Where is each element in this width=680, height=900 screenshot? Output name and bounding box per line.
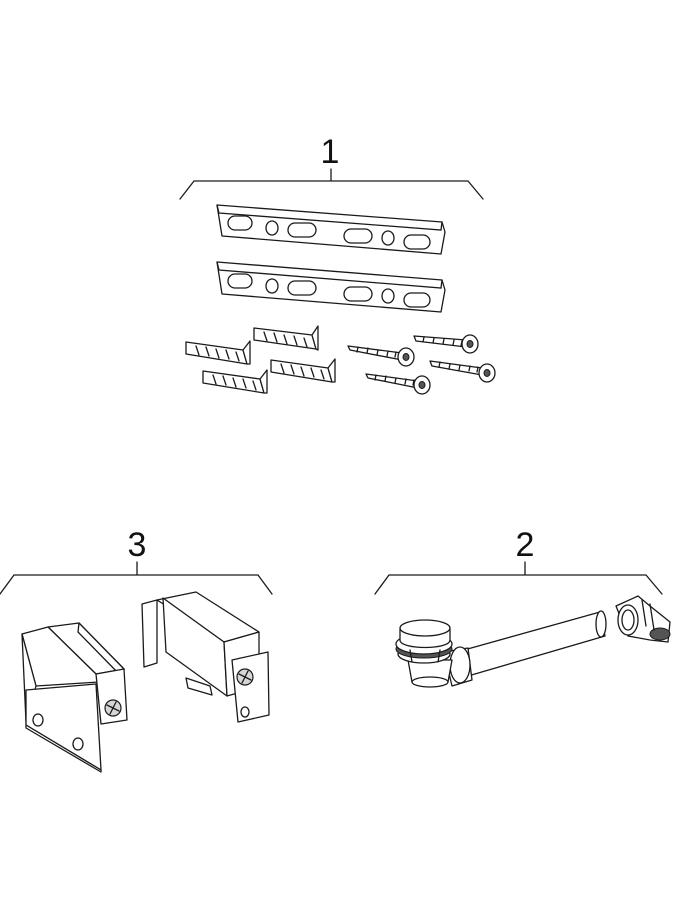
wall-plug-4 (270, 358, 336, 383)
screw-4 (429, 360, 496, 383)
bracket-left (21, 622, 128, 773)
callout-3-bracket (0, 561, 273, 595)
mounting-rail-upper (216, 204, 446, 255)
screw-2 (413, 334, 479, 354)
callout-2-bracket (374, 561, 663, 595)
wall-plug-3 (202, 369, 268, 394)
bracket-right (141, 591, 270, 723)
wall-plug-2 (253, 325, 319, 351)
part-group-2: 2 (374, 526, 671, 688)
wall-plug-1 (185, 340, 251, 365)
pop-up-valve (395, 619, 453, 688)
part-group-3: 3 (0, 526, 273, 773)
mounting-rail-lower (216, 261, 446, 313)
waste-pipe (443, 610, 607, 687)
callout-1-bracket (179, 168, 484, 200)
callout-2-label: 2 (516, 526, 535, 564)
elbow-connector (615, 595, 671, 643)
screw-3 (365, 373, 431, 395)
screw-1 (347, 345, 415, 367)
callout-3-label: 3 (128, 526, 147, 564)
callout-1-label: 1 (321, 133, 340, 171)
part-group-1: 1 (179, 133, 496, 395)
